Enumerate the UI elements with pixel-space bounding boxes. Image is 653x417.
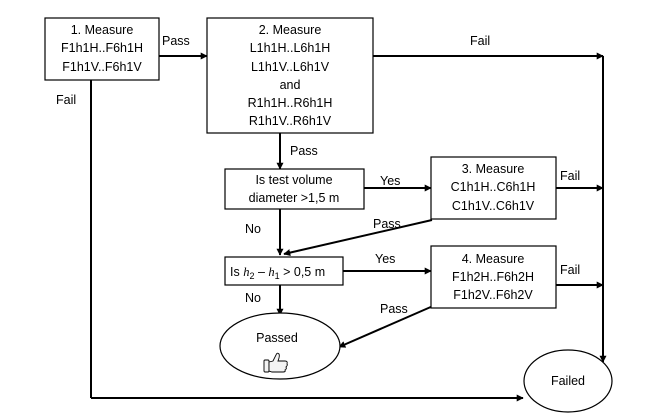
measure3-box <box>430 156 557 220</box>
measure1-line-1: F1h1H..F6h1H <box>61 41 143 55</box>
label-d2-yes: Yes <box>375 252 395 266</box>
measure2-line-3: and <box>280 78 301 92</box>
failed-label: Failed <box>551 374 585 388</box>
decision2-h1: h <box>268 265 274 279</box>
thumbs-up-icon <box>263 352 288 373</box>
decision2-minus: – <box>254 265 268 279</box>
measure1-box <box>44 17 160 81</box>
measure1-line-2: F1h1V..F6h1V <box>62 60 142 74</box>
decision1-text: Is test volume diameter >1,5 m <box>249 173 340 205</box>
edge-labels: Pass Fail Fail Pass Yes No Fail Pass Yes… <box>56 34 580 316</box>
decision1-box <box>224 168 365 210</box>
decision2-sub1: 1 <box>275 271 280 281</box>
decision2-text: Is h2 – h1 > 0,5 m <box>230 265 325 281</box>
measure1-text: 1. Measure F1h1H..F6h1H F1h1V..F6h1V <box>61 23 143 74</box>
measure2-line-1: L1h1H..L6h1H <box>250 41 331 55</box>
decision2-sub2: 2 <box>249 271 254 281</box>
measure4-line-0: 4. Measure <box>462 252 525 266</box>
decision1-line-1: diameter >1,5 m <box>249 191 340 205</box>
label-m2-d1-pass: Pass <box>290 144 318 158</box>
label-m4-pass: Pass <box>380 302 408 316</box>
connectors <box>90 52 607 402</box>
decision2-prefix: Is <box>230 265 243 279</box>
measure2-box <box>206 17 374 134</box>
passed-label: Passed <box>256 331 298 345</box>
measure2-line-2: L1h1V..L6h1V <box>251 60 330 74</box>
measure3-line-2: C1h1V..C6h1V <box>452 199 535 213</box>
decision2-suffix: > 0,5 m <box>280 265 326 279</box>
label-m2-fail: Fail <box>470 34 490 48</box>
measure4-text: 4. Measure F1h2H..F6h2H F1h2V..F6h2V <box>452 252 534 302</box>
passed-terminal <box>219 312 341 380</box>
failed-terminal <box>523 349 613 413</box>
measure3-line-0: 3. Measure <box>462 162 525 176</box>
decision2-h2: h <box>243 265 249 279</box>
label-m3-pass: Pass <box>373 217 401 231</box>
label-m4-fail: Fail <box>560 263 580 277</box>
label-m3-fail: Fail <box>560 169 580 183</box>
measure4-box <box>430 245 557 309</box>
measure1-line-0: 1. Measure <box>71 23 134 37</box>
label-d1-yes: Yes <box>380 174 400 188</box>
label-m1-fail: Fail <box>56 93 76 107</box>
decision2-box <box>224 256 344 286</box>
label-d2-no: No <box>245 291 261 305</box>
measure2-line-0: 2. Measure <box>259 23 322 37</box>
edge-m4-pass <box>338 305 434 348</box>
nodes <box>44 17 613 413</box>
measure2-line-4: R1h1H..R6h1H <box>248 96 333 110</box>
label-m1-m2-pass: Pass <box>162 34 190 48</box>
measure4-line-2: F1h2V..F6h2V <box>453 288 533 302</box>
decision1-line-0: Is test volume <box>255 173 332 187</box>
measure3-line-1: C1h1H..C6h1H <box>451 180 536 194</box>
label-d1-no: No <box>245 222 261 236</box>
measure3-text: 3. Measure C1h1H..C6h1H C1h1V..C6h1V <box>451 162 536 213</box>
measure4-line-1: F1h2H..F6h2H <box>452 270 534 284</box>
measure2-line-5: R1h1V..R6h1V <box>249 114 332 128</box>
edge-m3-pass <box>283 219 433 257</box>
measure2-text: 2. Measure L1h1H..L6h1H L1h1V..L6h1V and… <box>248 23 333 128</box>
